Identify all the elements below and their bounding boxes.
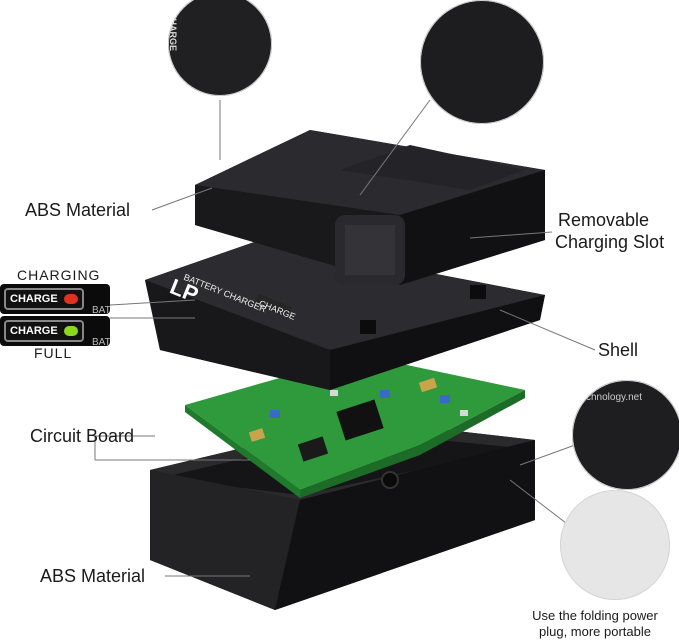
website-text: chnology.net xyxy=(586,392,642,403)
detail-circle-mid-right: chnology.net xyxy=(572,380,679,490)
label-full: FULL xyxy=(34,345,73,361)
label-abs-material-bottom: ABS Material xyxy=(40,566,146,586)
detail-circle-top-left: CHARGE xyxy=(168,0,272,96)
label-removable-line1: Removable xyxy=(558,210,650,230)
label-abs-material-top: ABS Material xyxy=(25,200,131,220)
caption-line2: plug, more portable xyxy=(538,624,651,639)
charge-badge-green: CHARGE xyxy=(4,320,84,342)
charge-badge-green-text: CHARGE xyxy=(10,325,58,337)
middle-shell xyxy=(145,240,545,390)
caption-line1: Use the folding power xyxy=(532,608,658,623)
label-circuit-board: Circuit Board xyxy=(30,426,135,446)
charge-badge-red: CHARGE xyxy=(4,288,84,310)
bat-label-top: BAT xyxy=(92,305,111,316)
label-removable-line2: Charging Slot xyxy=(555,232,665,252)
charge-tag: CHARGE xyxy=(168,12,178,52)
label-charging: CHARGING xyxy=(17,267,101,283)
charge-badge-red-text: CHARGE xyxy=(10,293,58,305)
circuit-board-pcb xyxy=(185,355,525,498)
bat-label-bottom: BAT xyxy=(92,337,111,348)
label-shell: Shell xyxy=(598,340,639,360)
removable-charging-slot xyxy=(195,130,545,285)
led-green-icon xyxy=(63,326,78,336)
detail-circle-bottom-right xyxy=(560,490,670,600)
detail-circle-top-right xyxy=(420,0,544,124)
bottom-shell-abs xyxy=(150,420,535,610)
led-red-icon xyxy=(63,294,78,304)
